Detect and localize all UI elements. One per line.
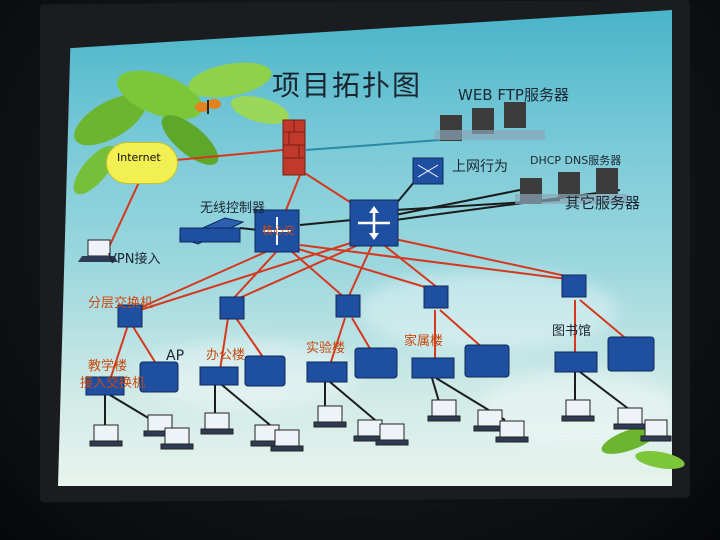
distribution-switch-icon	[117, 274, 587, 328]
distribution-switch-label: 分层交换机	[88, 296, 154, 311]
butterfly-icon	[195, 99, 221, 114]
behavior-management-icon	[412, 157, 444, 185]
laptop-icon	[78, 239, 118, 262]
link-lab-ap	[351, 317, 373, 353]
wireless-controller-icon	[178, 217, 245, 245]
ap-label: AP	[166, 348, 185, 364]
vpn-label: VPN接入	[108, 252, 161, 267]
firewall-icon	[282, 119, 306, 176]
laptop-icon	[89, 399, 672, 452]
link-core-family	[294, 247, 436, 291]
link-core-dhcp	[394, 189, 521, 216]
link-access-pc	[329, 381, 376, 421]
office-building-label: 办公楼	[206, 348, 246, 363]
core-switch-icon	[349, 199, 399, 247]
link-core2-teaching	[139, 239, 361, 311]
link-access-pc	[221, 384, 271, 426]
internet-cloud-icon: Internet	[106, 142, 178, 184]
web-ftp-server-label: WEB FTP服务器	[458, 86, 569, 104]
link-family-ap	[439, 309, 486, 351]
link-core-office	[231, 249, 279, 301]
wireless-controller-label: 无线控制器	[200, 201, 266, 216]
link-access-pc	[579, 371, 631, 411]
link-vpn-internet	[109, 179, 141, 246]
link-office-access	[219, 317, 229, 371]
slide-title: 项目拓扑图	[272, 69, 423, 102]
core-switch-label: 核心交	[262, 224, 295, 237]
link-core2-office	[234, 241, 366, 301]
link-firewall-web	[305, 139, 441, 151]
leaf-decoration	[73, 62, 290, 195]
link-internet-firewall	[175, 149, 284, 161]
links	[104, 139, 631, 430]
link-library-ap	[579, 299, 631, 343]
teaching-building-label: 教学楼	[88, 359, 128, 374]
link-core2-lab	[347, 244, 373, 299]
link-core-core	[299, 219, 353, 226]
access-switch-icon	[85, 351, 598, 396]
core-switch-icon	[254, 209, 300, 253]
link-core-teaching	[134, 249, 271, 311]
server-icon	[435, 102, 545, 141]
library-label: 图书馆	[552, 324, 592, 339]
internet-label: Internet	[117, 151, 161, 164]
link-teaching-access	[109, 324, 129, 381]
link-office-ap	[235, 317, 266, 361]
link-core-lab	[289, 249, 346, 299]
other-servers-label: 其它服务器	[565, 194, 641, 212]
dhcp-dns-label: DHCP DNS服务器	[530, 154, 622, 167]
link-core2-library	[389, 237, 576, 279]
leaf-decoration-bottom-right	[601, 426, 685, 469]
server-icon	[515, 168, 627, 204]
access-point-icon	[139, 336, 655, 393]
behavior-label: 上网行为	[452, 159, 508, 175]
lab-building-label: 实验楼	[306, 341, 346, 356]
link-core2-family	[379, 241, 439, 289]
family-building-label: 家属楼	[404, 334, 444, 349]
link-lab-access	[329, 317, 346, 366]
access-switch-label: 接入交换机	[80, 376, 146, 391]
